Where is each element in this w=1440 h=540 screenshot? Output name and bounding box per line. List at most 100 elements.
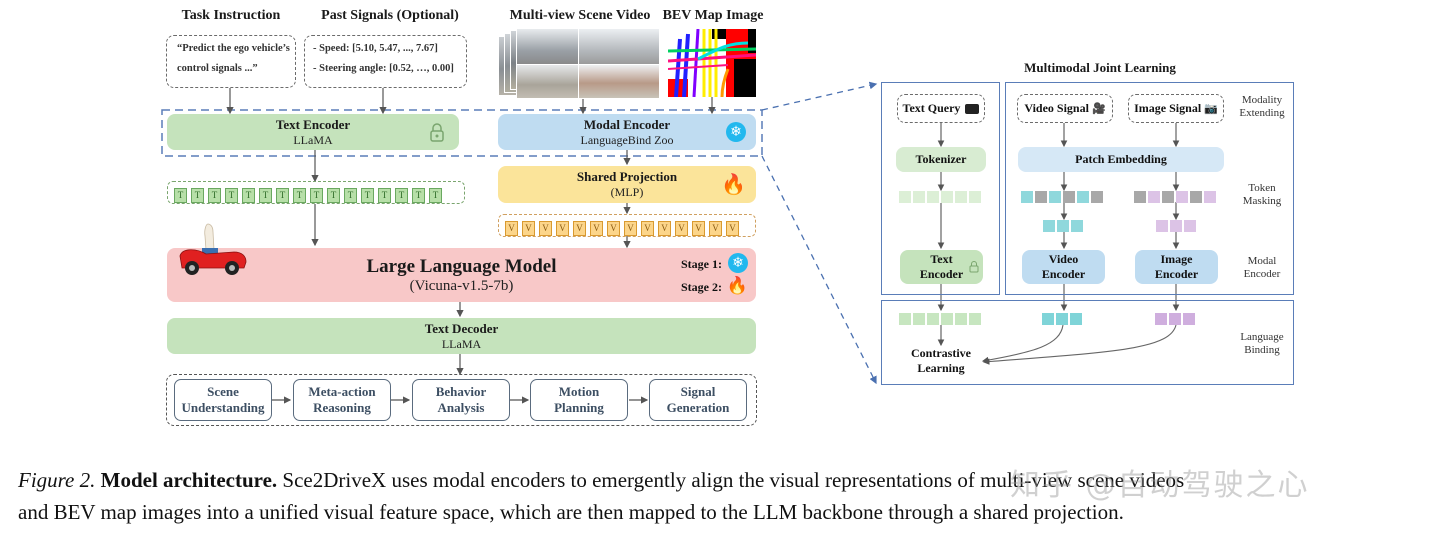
caption-title: Model architecture. xyxy=(100,468,278,492)
token-square xyxy=(927,313,939,325)
token: V xyxy=(726,221,739,236)
patch-embedding-block: Patch Embedding xyxy=(1018,147,1224,172)
token-square xyxy=(899,313,911,325)
token: T xyxy=(395,188,408,203)
token: V xyxy=(641,221,654,236)
token: V xyxy=(590,221,603,236)
token-square xyxy=(1049,191,1061,203)
token: V xyxy=(556,221,569,236)
text-token-row xyxy=(899,190,983,208)
token-square xyxy=(1184,220,1196,232)
token-square xyxy=(899,191,911,203)
token: T xyxy=(378,188,391,203)
bound-text-tokens xyxy=(899,312,983,330)
token-square xyxy=(941,313,953,325)
token-square xyxy=(913,313,925,325)
jl-video-encoder-block: Video Encoder xyxy=(1022,250,1105,284)
past-signals-box: - Speed: [5.10, 5.47, ..., 7.67] - Steer… xyxy=(304,35,467,88)
chat-bubble-icon xyxy=(965,104,980,115)
figure-number: Figure 2. xyxy=(18,468,96,492)
token: T xyxy=(276,188,289,203)
past-signals-speed: - Speed: [5.10, 5.47, ..., 7.67] xyxy=(313,43,438,54)
token-square xyxy=(913,191,925,203)
image-token-row-masked xyxy=(1134,190,1218,208)
video-token-row-masked xyxy=(1021,190,1105,208)
bound-image-tokens xyxy=(1155,312,1197,330)
token-square xyxy=(1091,191,1103,203)
past-signals-steering: - Steering angle: [0.52, …, 0.00] xyxy=(313,63,454,74)
token-square xyxy=(1169,313,1181,325)
token: T xyxy=(310,188,323,203)
token-square xyxy=(955,313,967,325)
text-decoder-title: Text Decoder xyxy=(424,321,499,336)
lock-icon xyxy=(429,122,445,147)
token: V xyxy=(607,221,620,236)
token-square xyxy=(1190,191,1202,203)
token: T xyxy=(225,188,238,203)
token-square xyxy=(1021,191,1033,203)
token: V xyxy=(522,221,535,236)
token-square xyxy=(969,313,981,325)
text-encoder-title: Text Encoder xyxy=(275,117,351,132)
stage1-label: Stage 1: xyxy=(681,257,722,271)
vision-branch-panel xyxy=(1005,82,1294,295)
past-signals-header: Past Signals (Optional) xyxy=(321,8,459,23)
stage1-snowflake-icon: ❄ xyxy=(728,253,748,273)
token-square xyxy=(1043,220,1055,232)
token: V xyxy=(692,221,705,236)
scene-video-thumbnail xyxy=(498,28,660,99)
token-square xyxy=(927,191,939,203)
token: T xyxy=(344,188,357,203)
token: V xyxy=(539,221,552,236)
token-square xyxy=(1063,191,1075,203)
task-instruction-line2: control signals ...” xyxy=(177,63,258,74)
bev-map-thumbnail xyxy=(668,29,756,97)
jl-image-encoder-block: Image Encoder xyxy=(1135,250,1218,284)
token-square xyxy=(1056,313,1068,325)
token-square xyxy=(1170,220,1182,232)
jl-text-encoder-block: Text Encoder xyxy=(900,250,983,284)
token-square xyxy=(1204,191,1216,203)
token-square xyxy=(1042,313,1054,325)
token-square xyxy=(1134,191,1146,203)
token-square xyxy=(1176,191,1188,203)
task-instruction-box: “Predict the ego vehicle’s control signa… xyxy=(166,35,296,88)
image-token-row-kept xyxy=(1156,219,1198,237)
token: T xyxy=(174,188,187,203)
tokenizer-block: Tokenizer xyxy=(896,147,986,172)
modal-encoder-block: Modal Encoder LanguageBind Zoo ❄ xyxy=(498,114,756,150)
llm-block: Large Language Model (Vicuna-v1.5-7b) St… xyxy=(167,248,756,302)
token-square xyxy=(1155,313,1167,325)
token: V xyxy=(675,221,688,236)
token-square xyxy=(941,191,953,203)
text-decoder-block: Text Decoder LLaMA xyxy=(167,318,756,354)
caption-text-1: Sce2DriveX uses modal encoders to emerge… xyxy=(282,468,1185,492)
video-signal-box: Video Signal 🎥 xyxy=(1017,94,1113,123)
llama-car-illustration xyxy=(176,222,248,278)
token: T xyxy=(361,188,374,203)
fire-icon: 🔥 xyxy=(721,172,746,196)
contrastive-learning-label: Contrastive Learning xyxy=(911,346,971,375)
bev-map-header: BEV Map Image xyxy=(662,8,764,23)
token: T xyxy=(191,188,204,203)
token-square xyxy=(969,191,981,203)
token: T xyxy=(242,188,255,203)
token-square xyxy=(955,191,967,203)
figure-caption-line1: Figure 2. Model architecture. Sce2DriveX… xyxy=(18,464,1184,496)
token: V xyxy=(624,221,637,236)
token: T xyxy=(259,188,272,203)
camera-icon: 📷 xyxy=(1204,102,1218,115)
figure-caption-line2: and BEV map images into a unified visual… xyxy=(18,500,1124,524)
token: T xyxy=(429,188,442,203)
token: T xyxy=(327,188,340,203)
token-square xyxy=(1035,191,1047,203)
video-token-row-kept xyxy=(1043,219,1085,237)
token-square xyxy=(1077,191,1089,203)
